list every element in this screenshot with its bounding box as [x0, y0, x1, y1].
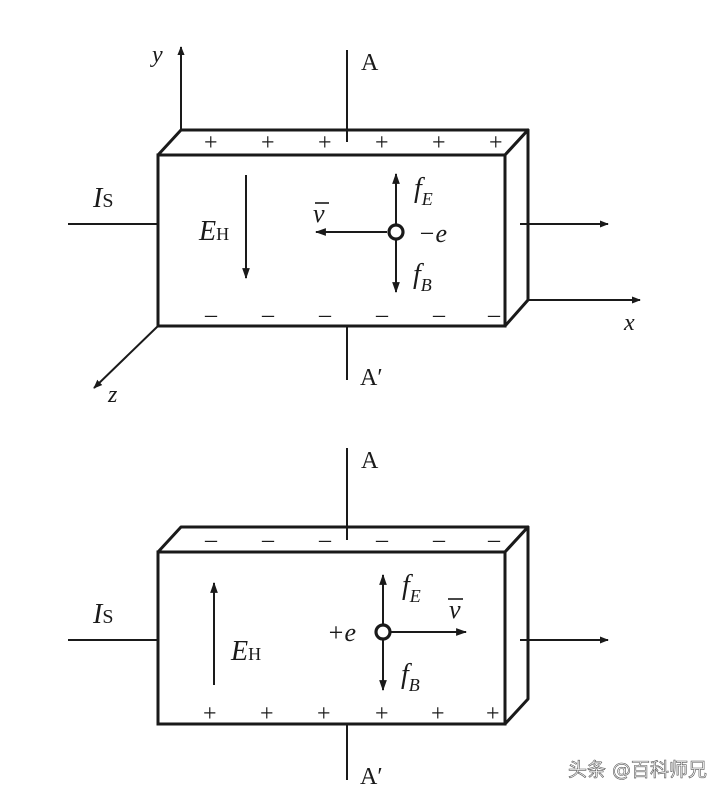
surface-sign: +: [431, 701, 445, 727]
bottom-face-signs: + + + + + +: [203, 701, 500, 727]
surface-sign: –: [204, 527, 218, 553]
top-face-signs: + + + + + +: [204, 130, 503, 156]
y-axis-label: y: [150, 42, 163, 68]
magnetic-force-label: fB: [401, 659, 420, 695]
surface-sign: –: [375, 302, 389, 328]
section-label-a-prime: A′: [360, 764, 383, 790]
surface-sign: +: [489, 130, 503, 156]
surface-sign: +: [203, 701, 217, 727]
current-label: IS: [92, 183, 113, 214]
z-axis: [93, 325, 159, 389]
hall-field-label: EH: [198, 216, 229, 247]
surface-sign: –: [432, 302, 446, 328]
magnetic-force-label: fB: [413, 259, 432, 295]
slab-front-face: [156, 153, 507, 328]
surface-sign: –: [432, 527, 446, 553]
bottom-diagram: A A′ IS EH v fE fB +e – – – – – – + +: [68, 448, 609, 790]
surface-sign: –: [204, 302, 218, 328]
section-label-a: A: [361, 448, 379, 474]
section-label-a-prime: A′: [360, 365, 383, 391]
electric-force-label: fE: [414, 173, 433, 209]
bottom-face-signs: – – – – – –: [204, 302, 501, 328]
charge-label: +e: [327, 618, 356, 647]
top-face-signs: – – – – – –: [204, 527, 501, 553]
surface-sign: –: [487, 302, 501, 328]
surface-sign: +: [375, 701, 389, 727]
surface-sign: +: [318, 130, 332, 156]
charge-label: −e: [418, 219, 447, 248]
electric-force-label: fE: [402, 570, 421, 606]
surface-sign: –: [261, 302, 275, 328]
surface-sign: +: [260, 701, 274, 727]
watermark: 头条 @百科师兄: [568, 759, 707, 781]
surface-sign: +: [486, 701, 500, 727]
surface-sign: +: [375, 130, 389, 156]
surface-sign: +: [432, 130, 446, 156]
x-axis-label: x: [623, 310, 635, 336]
surface-sign: –: [375, 527, 389, 553]
top-diagram: y x z A A′ IS EH v fE fB −e + +: [68, 42, 641, 408]
surface-sign: –: [318, 527, 332, 553]
z-axis-label: z: [107, 382, 118, 408]
surface-sign: +: [204, 130, 218, 156]
positive-particle: [374, 623, 392, 641]
velocity-label: v: [449, 595, 461, 624]
hall-field-label: EH: [230, 636, 261, 667]
surface-sign: +: [317, 701, 331, 727]
surface-sign: +: [261, 130, 275, 156]
current-label: IS: [92, 599, 113, 630]
section-label-a: A: [361, 50, 379, 76]
velocity-label: v: [313, 199, 325, 228]
slab-side-face: [503, 525, 530, 726]
surface-sign: –: [318, 302, 332, 328]
slab-side-face: [503, 128, 530, 328]
surface-sign: –: [487, 527, 501, 553]
electron-particle: [387, 223, 405, 241]
surface-sign: –: [261, 527, 275, 553]
slab-front-face: [156, 550, 507, 726]
